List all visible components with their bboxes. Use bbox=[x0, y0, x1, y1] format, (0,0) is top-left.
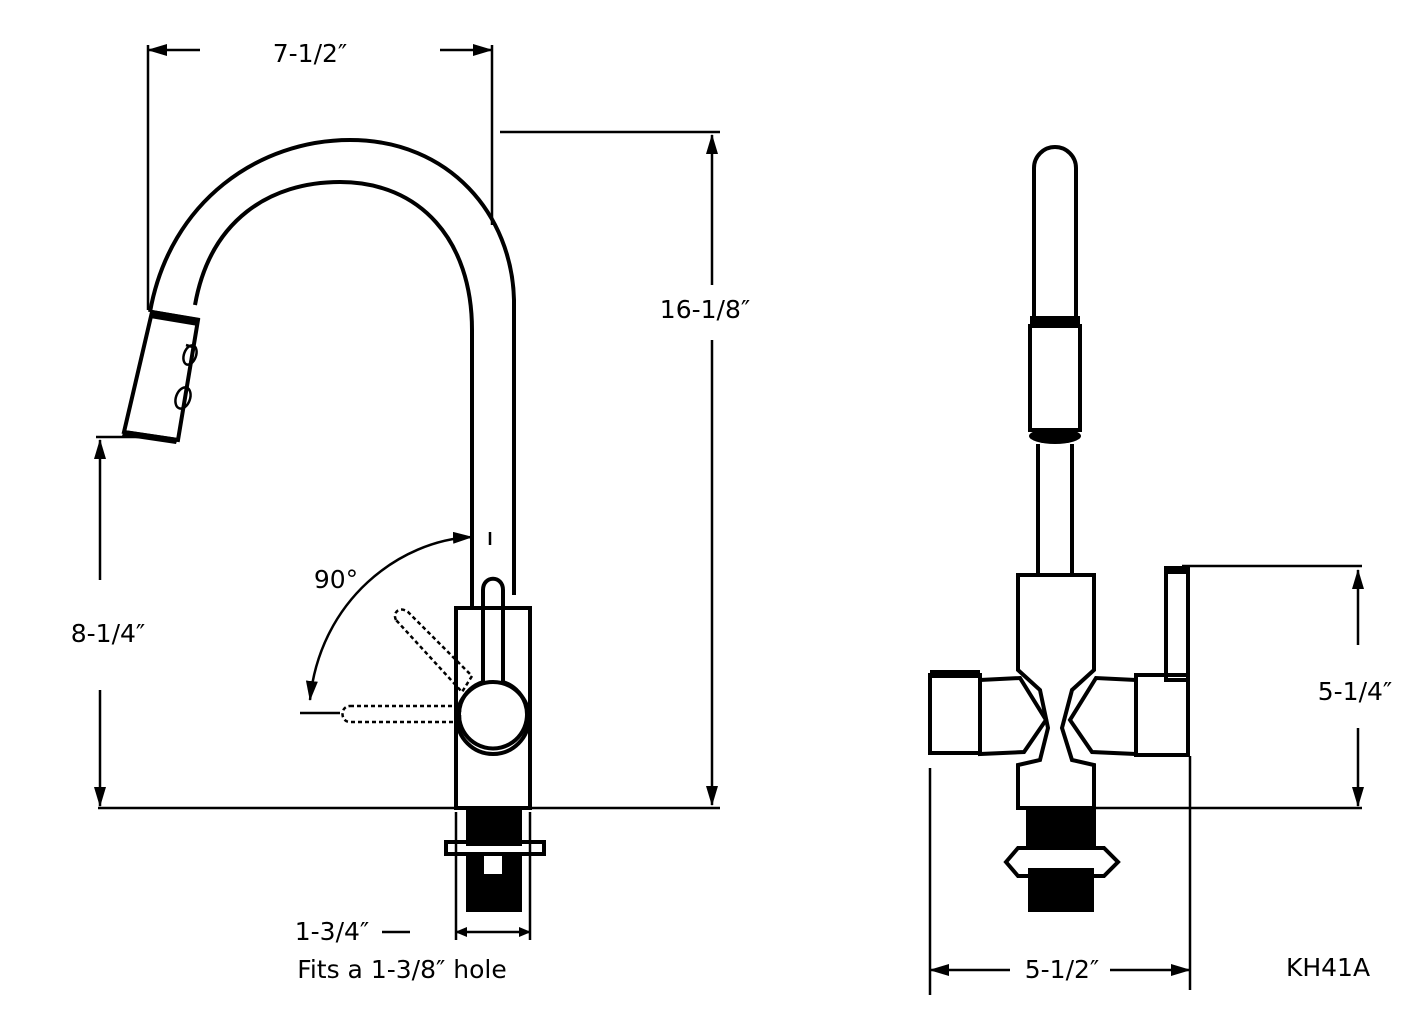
spout-outer-outline bbox=[148, 137, 516, 595]
front-view: 5-1/4″ 5-1/2″ KH41A bbox=[928, 145, 1393, 995]
spray-head bbox=[121, 309, 201, 444]
overall-width-label: 5-1/2″ bbox=[1025, 955, 1100, 984]
handle-lever bbox=[457, 576, 529, 751]
spout-inner-outline bbox=[193, 179, 474, 608]
side-view: 7-1/2″ 16-1/8″ 8-1/4″ 90° 1-3/4″ Fits a … bbox=[71, 39, 750, 984]
spout-reach-label: 7-1/2″ bbox=[273, 39, 348, 68]
spout-height-label: 8-1/4″ bbox=[71, 619, 146, 648]
hole-note: Fits a 1-3/8″ hole bbox=[297, 955, 506, 984]
front-spray-head bbox=[1028, 324, 1082, 432]
model-number: KH41A bbox=[1286, 953, 1370, 982]
front-mounting-shank bbox=[1003, 810, 1121, 912]
right-valve-cap bbox=[1134, 673, 1190, 757]
rotation-arc bbox=[305, 531, 473, 701]
mounting-shank bbox=[444, 810, 546, 912]
front-spout bbox=[1032, 145, 1078, 320]
rotation-label: 90° bbox=[314, 565, 358, 594]
front-body bbox=[1016, 573, 1096, 810]
side-handle bbox=[1164, 566, 1190, 682]
handle-position-90 bbox=[341, 704, 462, 724]
handle-position-45 bbox=[393, 608, 474, 695]
left-valve-cap bbox=[928, 673, 982, 755]
faucet-body bbox=[454, 606, 532, 810]
body-height-label: 5-1/4″ bbox=[1318, 677, 1393, 706]
overall-height-label: 16-1/8″ bbox=[660, 295, 750, 324]
base-diameter-label: 1-3/4″ bbox=[295, 917, 370, 946]
